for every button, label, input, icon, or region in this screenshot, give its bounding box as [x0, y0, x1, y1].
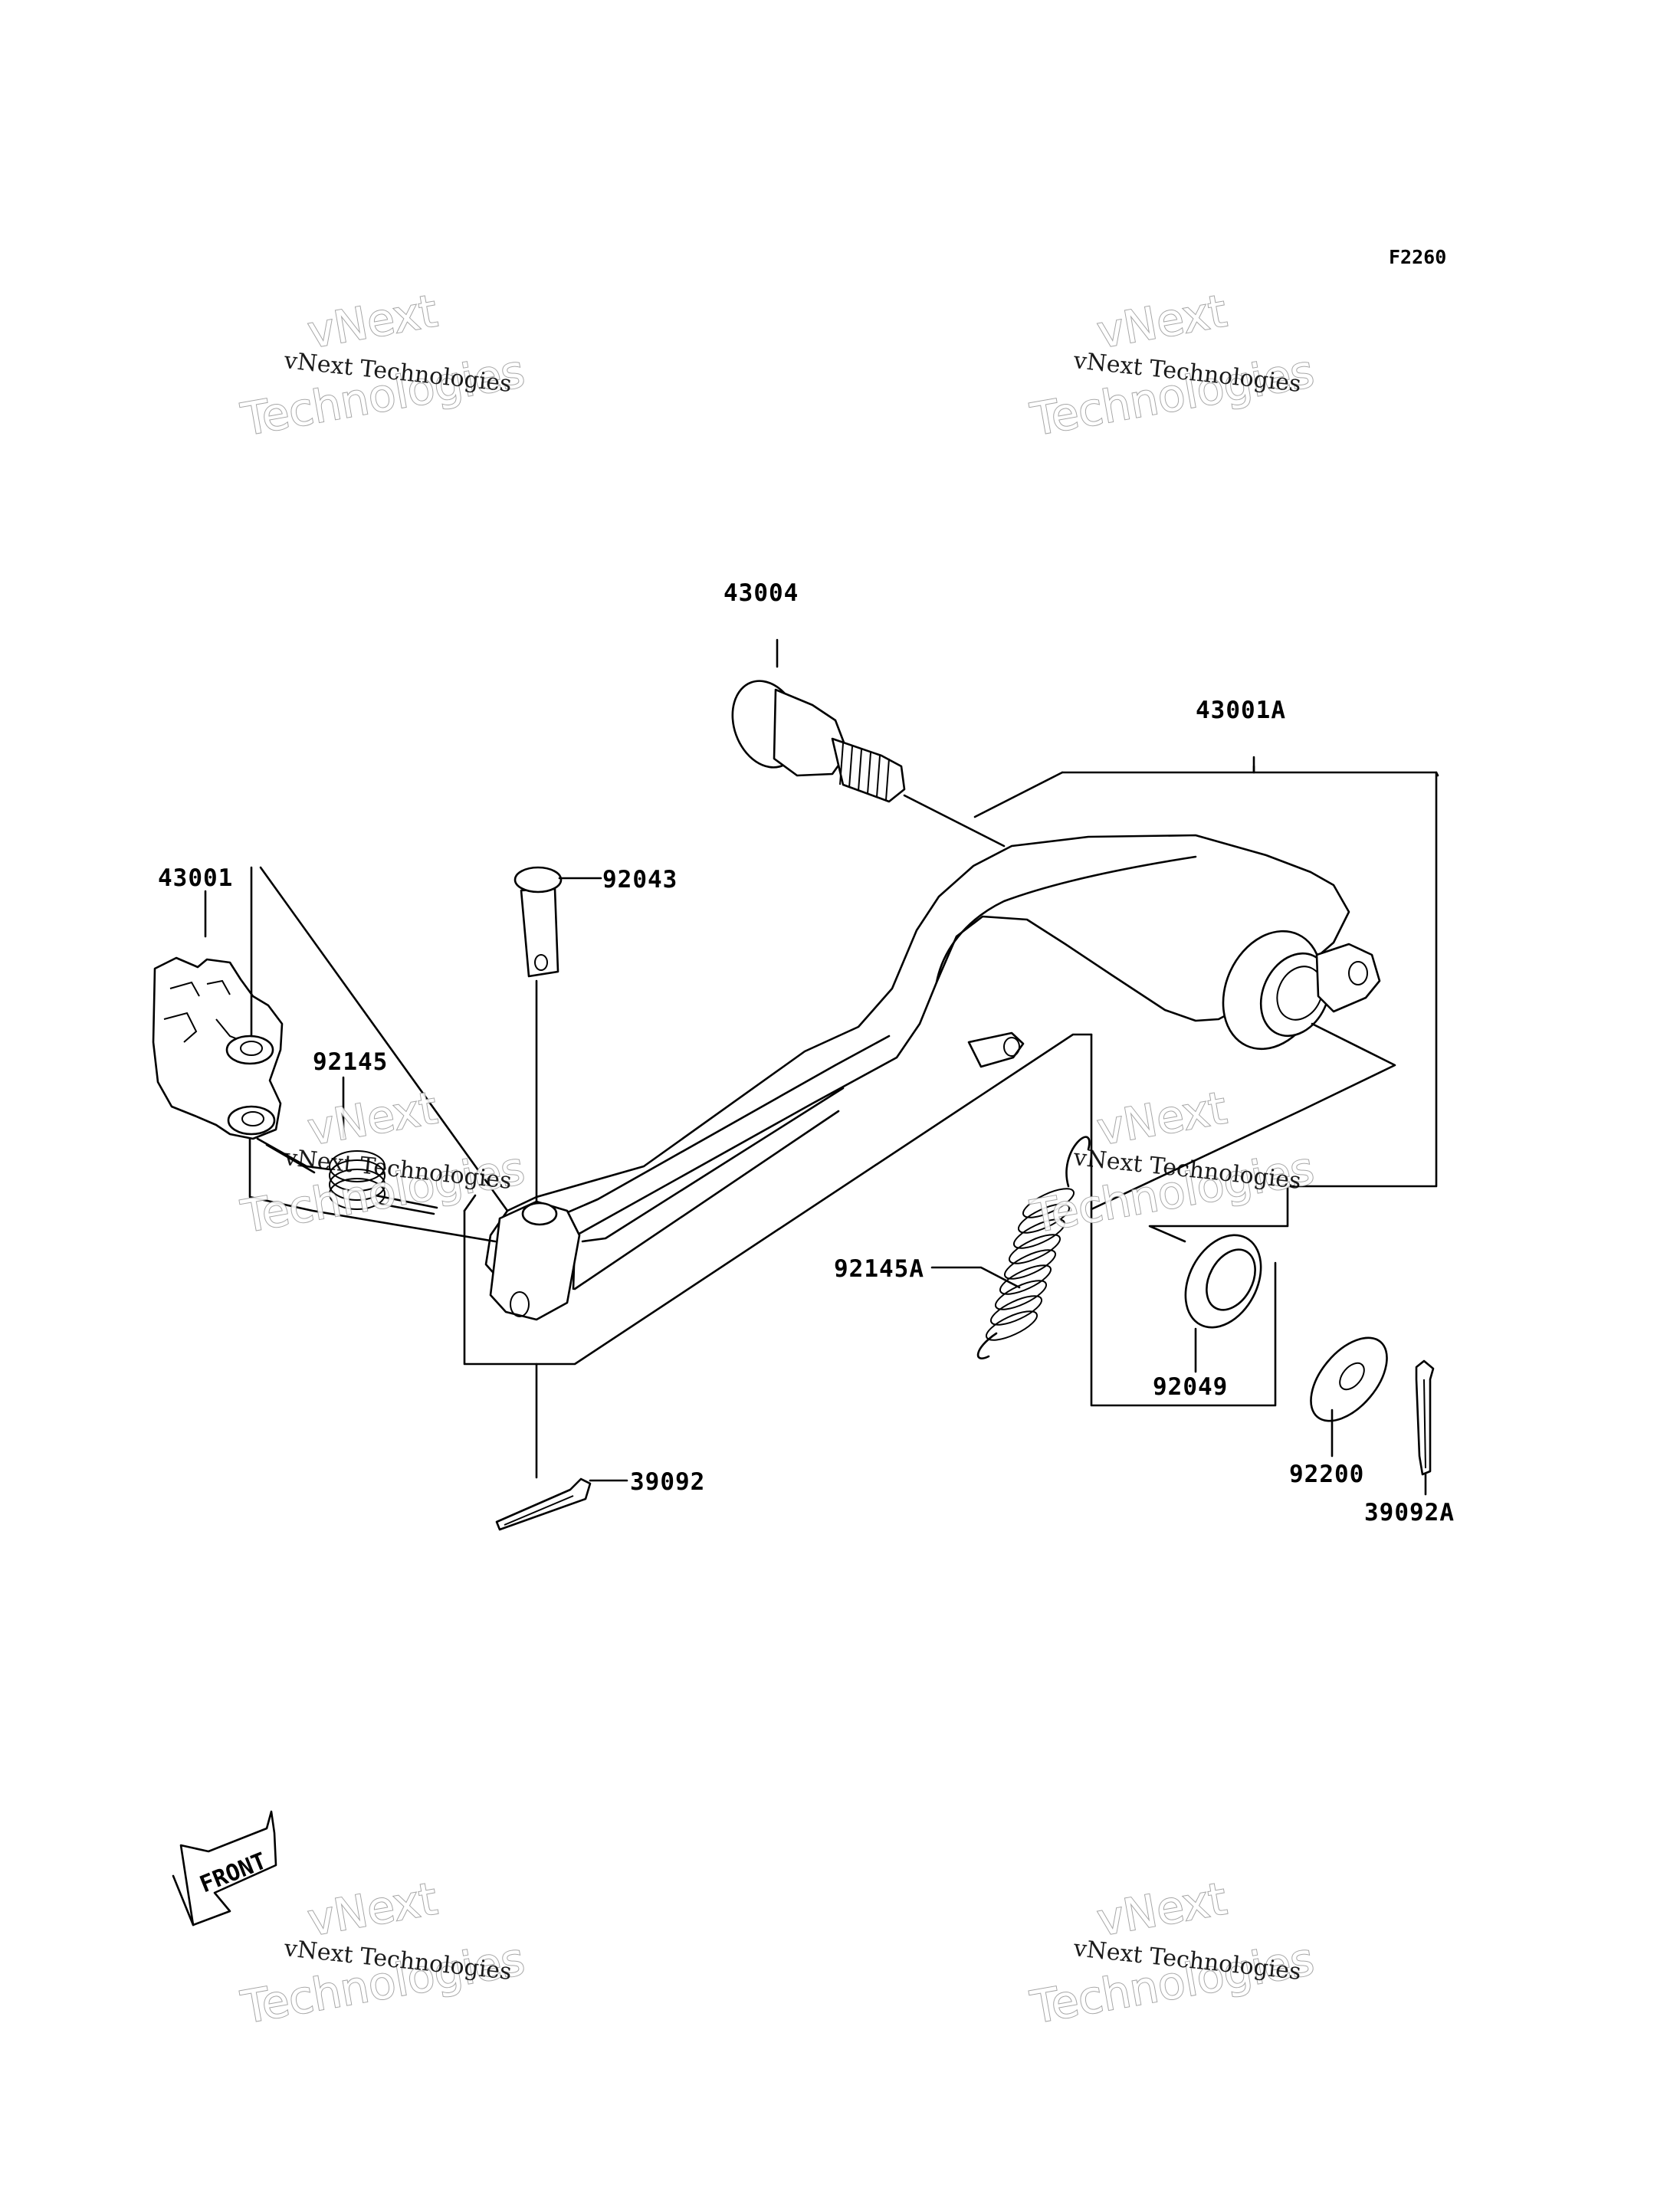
clevis-pin-92043[interactable] [514, 866, 563, 978]
label-43001a[interactable]: 43001A [1196, 697, 1286, 724]
watermark-top-right: vNext Technologies vNext Technologies [1026, 284, 1319, 447]
leader-lines [204, 638, 1439, 1496]
watermark-bottom-right: vNext Technologies vNext Technologies [1026, 1871, 1319, 2035]
watermarks: vNext Technologies vNext Technologies vN… [237, 284, 1319, 2035]
svg-text:vNext: vNext [1094, 284, 1231, 358]
part-labels: 43004 43001A 43001 92043 92145 92145A 92… [158, 579, 1455, 1526]
bracket-43001[interactable] [152, 956, 284, 1140]
svg-text:vNext: vNext [304, 1872, 441, 1946]
label-39092a[interactable]: 39092A [1364, 1499, 1455, 1526]
torsion-spring-92145[interactable] [256, 1137, 438, 1215]
watermark-top-left: vNext Technologies vNext Technologies [237, 284, 530, 447]
label-43004[interactable]: 43004 [724, 579, 799, 607]
svg-text:vNext: vNext [304, 284, 441, 358]
watermark-bottom-left: vNext Technologies vNext Technologies [237, 1871, 530, 2035]
svg-text:vNext: vNext [1094, 1872, 1231, 1946]
label-92145a[interactable]: 92145A [834, 1255, 924, 1283]
label-92049[interactable]: 92049 [1153, 1373, 1228, 1401]
label-39092[interactable]: 39092 [630, 1468, 705, 1496]
label-92200[interactable]: 92200 [1289, 1461, 1364, 1488]
watermark-mid-right: vNext Technologies vNext Technologies [1026, 1080, 1319, 1244]
label-92043[interactable]: 92043 [602, 866, 678, 894]
pivot-bolt-43004[interactable] [721, 671, 906, 803]
label-43001[interactable]: 43001 [158, 864, 233, 892]
cotter-pin-39092[interactable] [495, 1477, 592, 1531]
svg-text:vNext: vNext [1094, 1081, 1231, 1155]
cotter-pin-39092a[interactable] [1415, 1359, 1435, 1476]
front-arrow: FRONT [172, 1810, 277, 1926]
washer-92200[interactable] [1296, 1324, 1401, 1435]
label-92145[interactable]: 92145 [313, 1048, 388, 1076]
tension-spring-92145a[interactable] [976, 1136, 1091, 1359]
brake-pedal-43001a[interactable] [484, 834, 1381, 1321]
figure-code: F2260 [1389, 246, 1446, 268]
svg-text:vNext: vNext [304, 1081, 441, 1155]
oil-seal-92049[interactable] [1170, 1222, 1276, 1340]
